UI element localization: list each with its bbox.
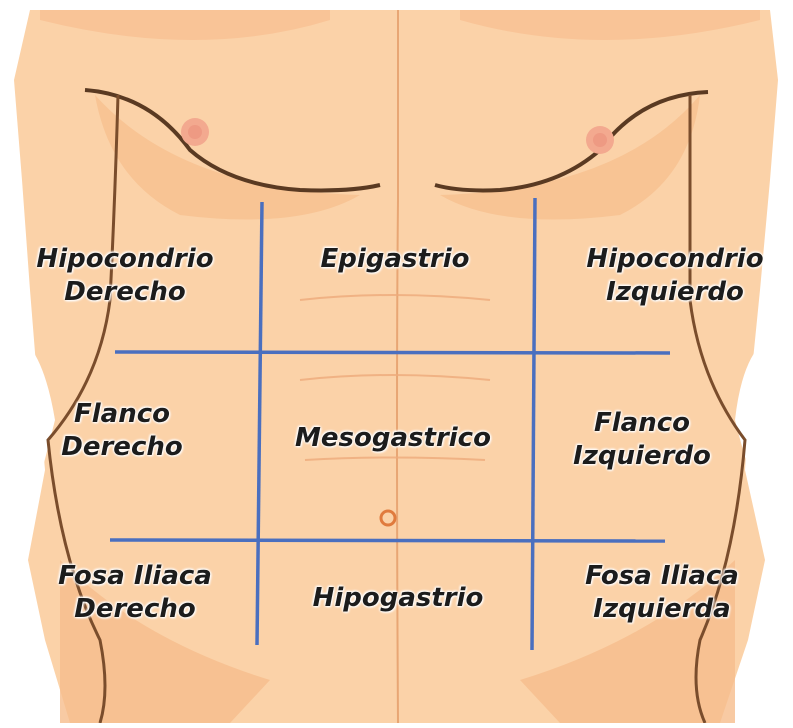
grid-horizontal-lower [110,540,665,541]
label-fosa-iliaca-izquierda: Fosa Iliaca Izquierda [585,560,739,626]
label-hipogastrio: Hipogastrio [313,582,484,615]
grid-horizontal-upper [115,352,670,353]
nipple-left-inner [188,125,202,139]
label-hipocondrio-derecho: Hipocondrio Derecho [36,243,213,309]
label-epigastrio: Epigastrio [321,243,470,276]
label-flanco-izquierdo: Flanco Izquierdo [573,407,711,473]
linea-alba [397,10,398,723]
label-mesogastrico: Mesogastrico [295,422,491,455]
label-hipocondrio-izquierdo: Hipocondrio Izquierdo [586,243,763,309]
label-flanco-derecho: Flanco Derecho [61,398,182,464]
label-fosa-iliaca-derecho: Fosa Iliaca Derecho [58,560,212,626]
nipple-right-inner [593,133,607,147]
